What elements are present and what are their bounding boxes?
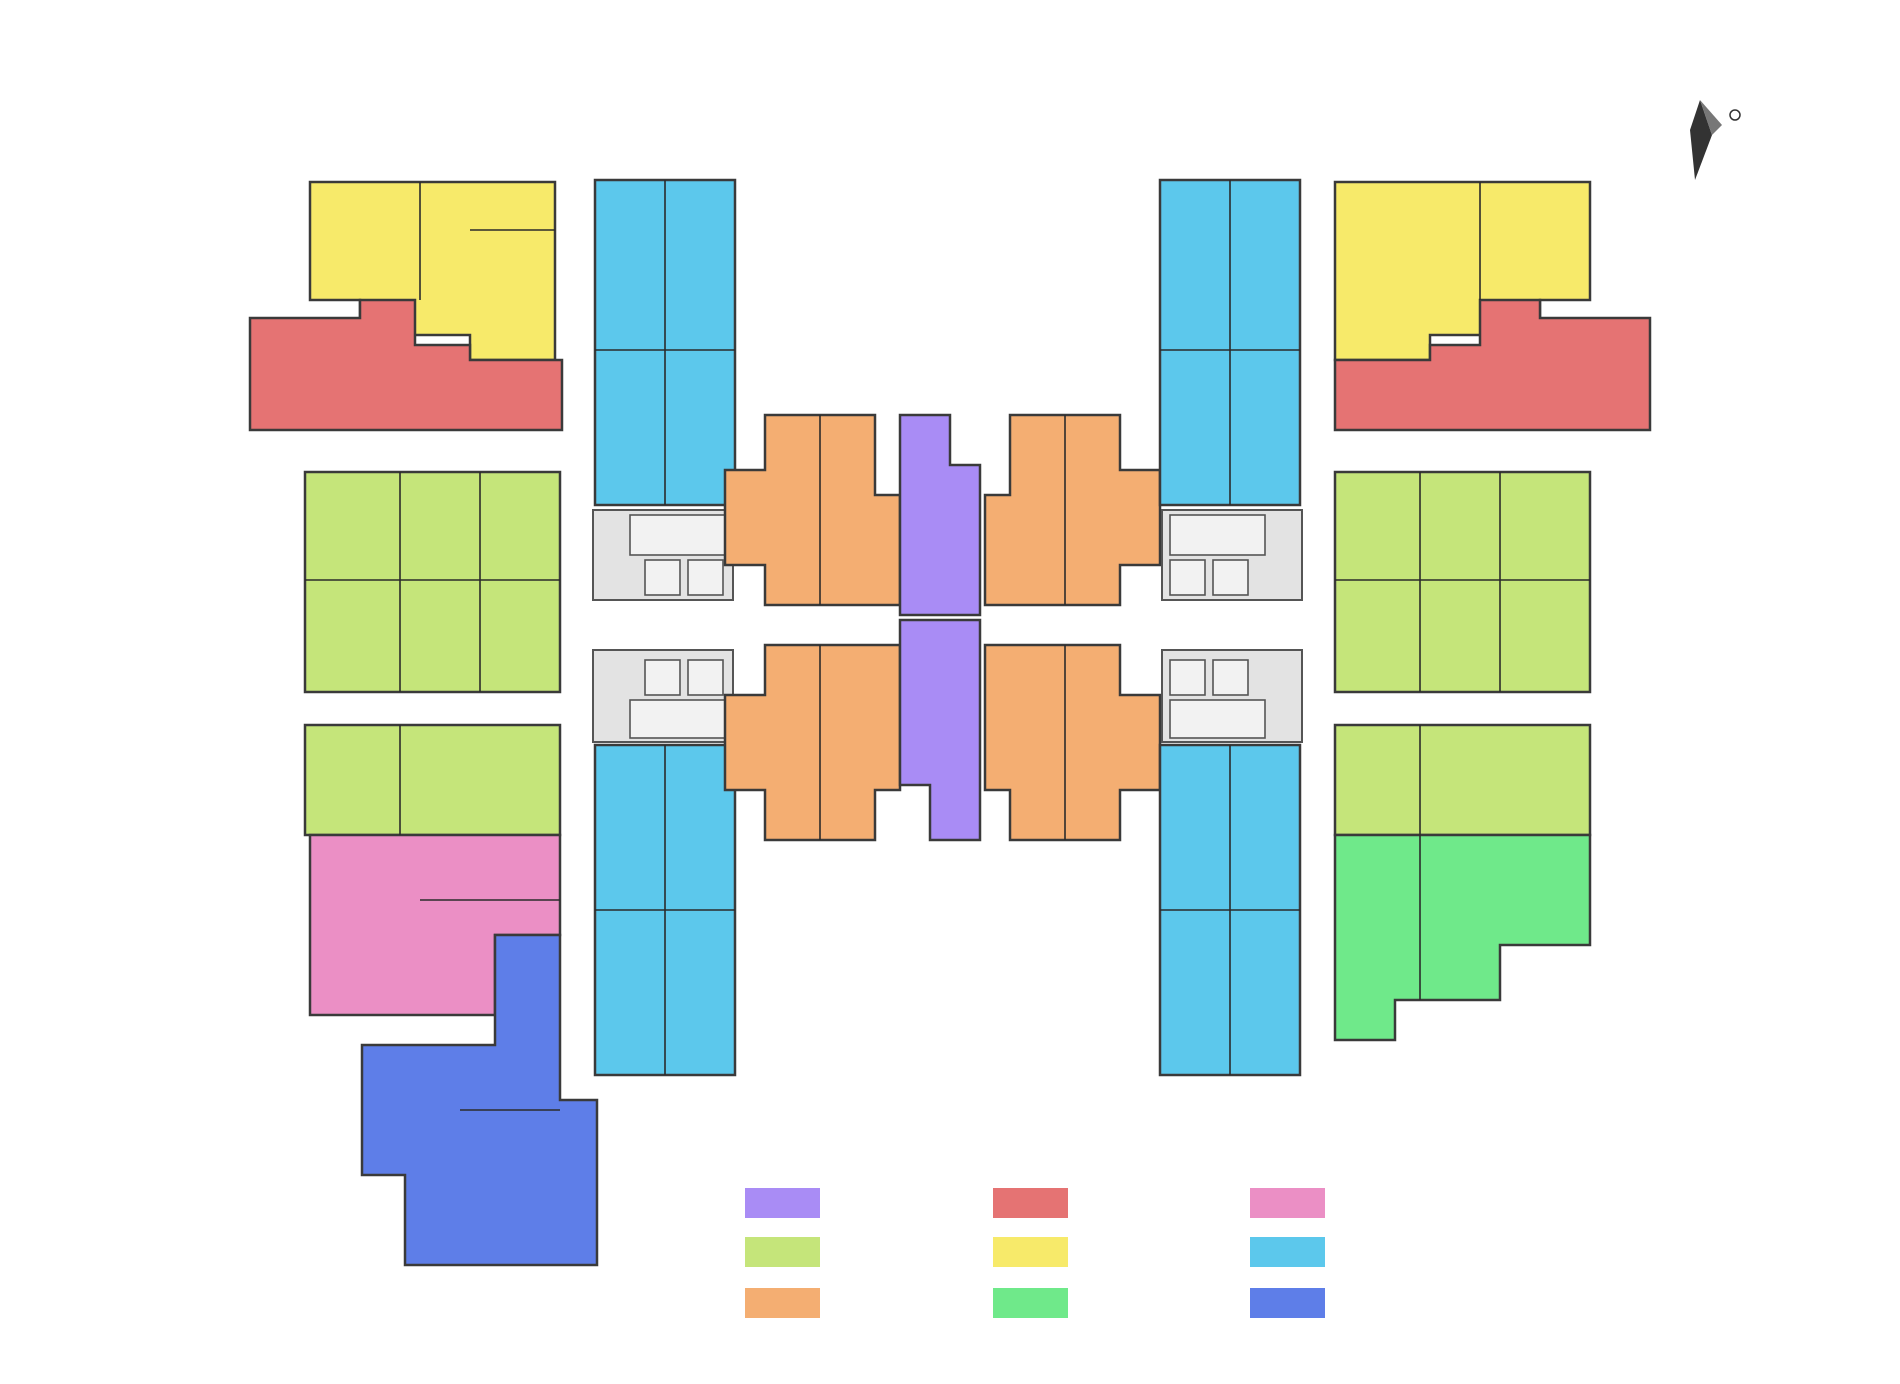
unit-orange-c-ne xyxy=(983,413,1162,607)
lift-w-2 xyxy=(687,559,724,596)
lift-w-4 xyxy=(687,659,724,696)
unit-red-ne xyxy=(1333,298,1652,432)
unit-lime-w1 xyxy=(303,470,562,694)
unit-red-nw xyxy=(248,298,564,432)
unit-orange-c-se xyxy=(983,643,1162,842)
stair-w-top xyxy=(629,514,726,556)
lift-e-1 xyxy=(1169,559,1206,596)
unit-purple-c-bottom xyxy=(898,618,982,842)
center-block xyxy=(723,413,1162,842)
purple-swatch xyxy=(745,1188,820,1218)
interior-walls xyxy=(305,180,1590,1111)
stair-e-top xyxy=(1169,514,1266,556)
stair-w-bottom xyxy=(629,699,726,739)
lift-e-4 xyxy=(1212,659,1249,696)
lift-e-2 xyxy=(1212,559,1249,596)
yellow-swatch xyxy=(993,1237,1068,1267)
unit-orange-c-nw xyxy=(723,413,902,607)
unit-orange-c-sw xyxy=(723,643,902,842)
stair-e-bottom xyxy=(1169,699,1266,739)
red-swatch xyxy=(993,1188,1068,1218)
lift-w-1 xyxy=(644,559,681,596)
lift-e-3 xyxy=(1169,659,1206,696)
unit-lime-e1 xyxy=(1333,470,1592,694)
orange-swatch xyxy=(745,1288,820,1318)
right-wing xyxy=(1158,178,1652,1077)
blue-swatch xyxy=(1250,1288,1325,1318)
legend xyxy=(745,1188,1325,1318)
lime-swatch xyxy=(745,1237,820,1267)
lift-w-3 xyxy=(644,659,681,696)
pink-swatch xyxy=(1250,1188,1325,1218)
green-swatch xyxy=(993,1288,1068,1318)
unit-purple-c-top xyxy=(898,413,982,617)
cyan-swatch xyxy=(1250,1237,1325,1267)
left-wing xyxy=(248,178,737,1267)
unit-green-se xyxy=(1333,833,1592,1042)
unit-blue-sw xyxy=(360,933,599,1267)
unit-lime-w2 xyxy=(303,723,562,837)
compass-icon xyxy=(1690,100,1741,180)
unit-lime-e2 xyxy=(1333,723,1592,837)
